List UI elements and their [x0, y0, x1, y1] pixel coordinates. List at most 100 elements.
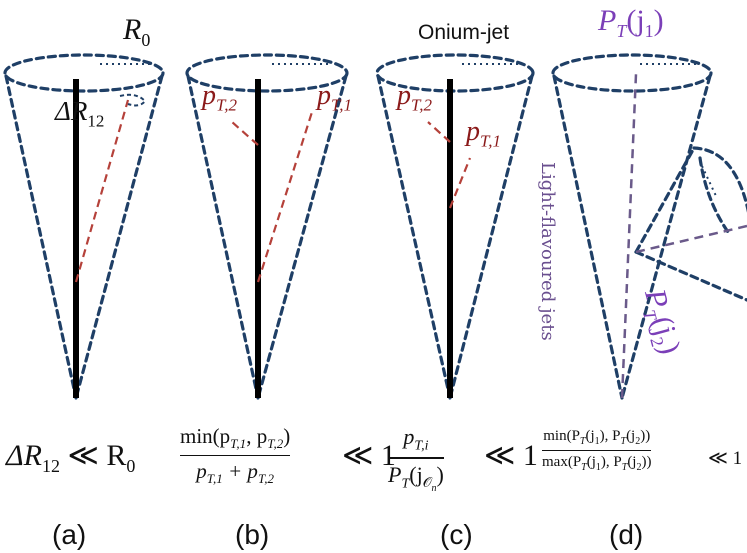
jet-axis-d2 [635, 224, 747, 254]
label-b-pt2-sub: T,2 [216, 95, 237, 115]
eq-a-lhs: ΔR [6, 439, 42, 472]
label-pt-j1-close: ) [653, 4, 664, 37]
cone-d-second [634, 146, 747, 302]
jet-axis-d [620, 73, 638, 399]
label-b-pt1: pT,1 [317, 82, 352, 114]
cone-b-rim [185, 53, 349, 93]
label-delta-r12: ΔR12 [55, 96, 105, 131]
cone-b-right-edge [256, 74, 348, 400]
eq-d-num-3: ), P [599, 428, 621, 444]
eq-c-bar [388, 457, 444, 459]
subjet-b-2 [231, 121, 259, 146]
eq-c-numerator: pT,i [388, 424, 444, 454]
eq-d-den-1: max(P [542, 454, 582, 471]
eq-c-den-p: P [388, 461, 402, 487]
label-delta-r12-main: ΔR [55, 96, 88, 126]
eq-b-num-2: , p [246, 424, 268, 448]
eq-d-num-5: )) [640, 428, 651, 444]
eq-d-denominator: max(PT(j1), PT(j2)) [542, 454, 651, 473]
cone-b-left-edge [186, 74, 260, 400]
label-delta-r12-sub: 12 [87, 111, 105, 131]
cone-c-right-edge [448, 74, 534, 400]
label-pt-j1-p: P [598, 4, 617, 37]
delta-r-arc-a [119, 93, 147, 107]
cone-a-rim [3, 53, 165, 93]
equation-b-rel: ≪ 1 [342, 439, 396, 472]
eq-b-den-s2: T,2 [257, 471, 274, 487]
subjet-c-2 [427, 121, 451, 143]
eq-b-den-2: + p [222, 459, 258, 484]
eq-b-num-1: min(p [180, 424, 231, 448]
eq-c-den-arg: (j [409, 461, 423, 487]
eq-b-denominator: pT,1 + pT,2 [180, 459, 290, 487]
cone-d-rim [551, 53, 713, 93]
subjet-c-1 [448, 157, 472, 209]
eq-a-rhs-sub: 0 [126, 456, 136, 476]
eq-d-num-i1: 1 [594, 436, 600, 447]
eq-d-den-i1: 1 [595, 462, 601, 474]
cone-a-right-edge [74, 74, 164, 400]
panel-label-d: (d) [609, 519, 644, 550]
eq-b-bar [180, 455, 291, 457]
label-onium-jet: Onium-jet [418, 21, 510, 44]
eq-c-denominator: PT(j𝒪n) [388, 462, 444, 494]
label-b-pt1-sub: T,1 [331, 95, 352, 115]
eq-a-lhs-sub: 12 [41, 456, 60, 476]
cone-d-right-edge [620, 74, 712, 400]
subjet-b-1 [256, 111, 314, 283]
cone-d2-upper-edge [634, 146, 696, 254]
eq-b-num-s2: T,2 [267, 436, 284, 452]
label-light-flavoured-jets: Light-flavoured jets [537, 162, 558, 341]
eq-d-den-t2: T [621, 462, 628, 474]
cone-c [375, 53, 535, 400]
label-pt-j1-t: T [616, 21, 627, 41]
label-b-pt2-main: p [202, 80, 216, 111]
eq-b-numerator: min(pT,1, pT,2) [180, 424, 290, 452]
equation-d-rel: ≪ 1 [708, 448, 743, 469]
panel-label-c: (c) [440, 519, 473, 550]
label-r0: R0 [123, 13, 151, 50]
cone-c-rim [375, 53, 535, 93]
eq-d-num-4: (j [626, 428, 636, 444]
eq-d-den-4: (j [627, 454, 637, 471]
equation-c-fraction: pT,i PT(j𝒪n) [388, 424, 444, 494]
equation-b-fraction: min(pT,1, pT,2) pT,1 + pT,2 [180, 424, 291, 488]
eq-c-den-t: T [401, 475, 410, 491]
eq-c-num-p: p [403, 424, 415, 449]
label-c-pt2-sub: T,2 [411, 95, 432, 115]
eq-c-den-o: 𝒪 [422, 475, 432, 491]
label-pt-j1: PT(j1) [598, 4, 664, 41]
label-b-pt1-main: p [317, 80, 331, 111]
eq-d-num-t2: T [620, 436, 627, 447]
label-r0-main: R [123, 13, 142, 46]
equation-a: ΔR12 ≪ R0 [6, 439, 136, 476]
cone-b [185, 53, 349, 400]
label-c-pt1-main: p [466, 116, 480, 147]
cone-d-left-edge [552, 74, 624, 400]
cone-d2-cap [692, 146, 747, 214]
label-b-pt2: pT,2 [202, 82, 237, 114]
eq-b-den-1: p [196, 459, 207, 484]
eq-c-den-close: ) [436, 461, 444, 487]
label-r0-sub: 0 [141, 30, 151, 50]
eq-d-num-i2: 2 [635, 436, 641, 447]
eq-d-den-5: )) [641, 454, 652, 471]
eq-c-num-sub: T,i [414, 438, 429, 454]
eq-d-den-t1: T [581, 462, 587, 474]
eq-c-den-n: n [431, 482, 437, 494]
label-pt-j1-idx: 1 [644, 21, 654, 41]
eq-c-den-idx: 𝒪n [422, 475, 437, 494]
cone-a-left-edge [4, 74, 78, 400]
cone-a [3, 53, 165, 400]
eq-d-den-3: ), P [600, 454, 622, 471]
panel-label-a: (a) [52, 519, 87, 550]
eq-d-numerator: min(PT(j1), PT(j2)) [542, 428, 651, 447]
eq-d-den-2: (j [586, 454, 596, 471]
eq-b-num-s1: T,1 [230, 436, 247, 452]
cone-d2-lower-edge [634, 250, 747, 302]
cone-d2-cap-inner [698, 156, 730, 234]
eq-d-den-i2: 2 [636, 462, 642, 474]
label-c-pt1-sub: T,1 [480, 131, 501, 151]
subjet-a [74, 99, 130, 283]
